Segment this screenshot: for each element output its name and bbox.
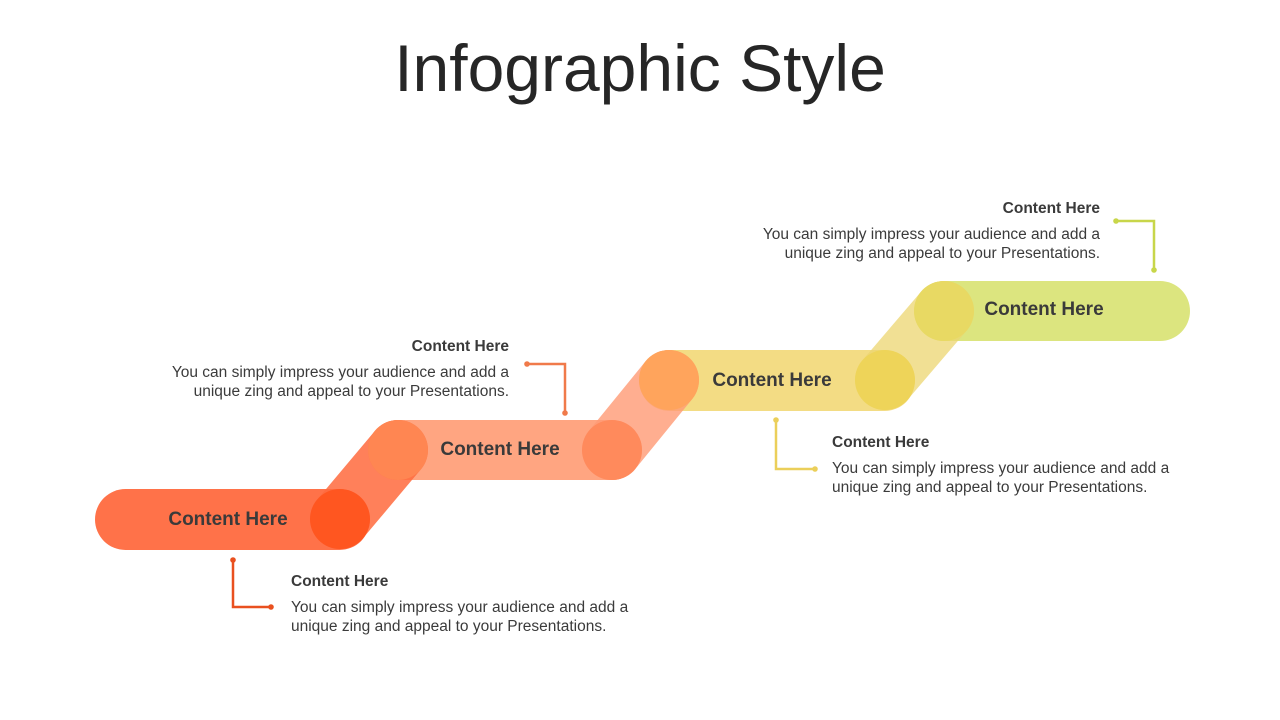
note-4: Content Here You can simply impress your…: [740, 199, 1100, 263]
callout-dot-4a: [1113, 218, 1119, 224]
note-1: Content Here You can simply impress your…: [291, 572, 651, 636]
callout-line-1: [231, 560, 271, 609]
joint-1b: [368, 420, 428, 480]
callout-dot-3a: [773, 417, 779, 423]
joint-1a: [310, 489, 370, 549]
step-4-pill: [914, 281, 1190, 341]
joint-3b: [914, 281, 974, 341]
note-4-line-2: unique zing and appeal to your Presentat…: [784, 245, 1100, 262]
note-2-line-1: You can simply impress your audience and…: [171, 364, 509, 381]
step-2-label: Content Here: [440, 439, 560, 460]
step-4-label: Content Here: [984, 299, 1104, 320]
callout-dot-2b: [562, 410, 568, 416]
step-3-pill: [639, 350, 915, 411]
note-2: Content Here You can simply impress your…: [149, 337, 509, 401]
note-3: Content Here You can simply impress your…: [832, 433, 1192, 497]
note-4-line-1: You can simply impress your audience and…: [762, 226, 1100, 243]
joint-2b: [639, 350, 699, 410]
callout-dot-4b: [1151, 267, 1157, 273]
step-3-label: Content Here: [712, 370, 832, 391]
note-3-heading: Content Here: [832, 434, 930, 451]
note-4-heading: Content Here: [1002, 200, 1100, 217]
joint-3a: [855, 350, 915, 410]
callout-dot-1a: [230, 557, 236, 563]
step-1-label: Content Here: [168, 509, 288, 530]
callout-line-3: [774, 420, 815, 471]
note-3-line-2: unique zing and appeal to your Presentat…: [832, 479, 1148, 496]
note-1-line-1: You can simply impress your audience and…: [291, 599, 629, 616]
note-2-heading: Content Here: [411, 338, 509, 355]
note-2-line-2: unique zing and appeal to your Presentat…: [193, 383, 509, 400]
slide-title: Infographic Style: [394, 31, 886, 105]
callout-dot-1b: [268, 604, 274, 610]
step-2-pill: [368, 420, 642, 480]
callout-dot-2a: [524, 361, 530, 367]
step-1-pill: [95, 489, 370, 550]
note-3-line-1: You can simply impress your audience and…: [832, 460, 1170, 477]
callout-line-2: [527, 362, 567, 413]
callout-line-4: [1116, 219, 1156, 270]
note-1-line-2: unique zing and appeal to your Presentat…: [291, 618, 607, 635]
callout-dot-3b: [812, 466, 818, 472]
note-1-heading: Content Here: [291, 573, 389, 590]
joint-2a: [582, 420, 642, 480]
